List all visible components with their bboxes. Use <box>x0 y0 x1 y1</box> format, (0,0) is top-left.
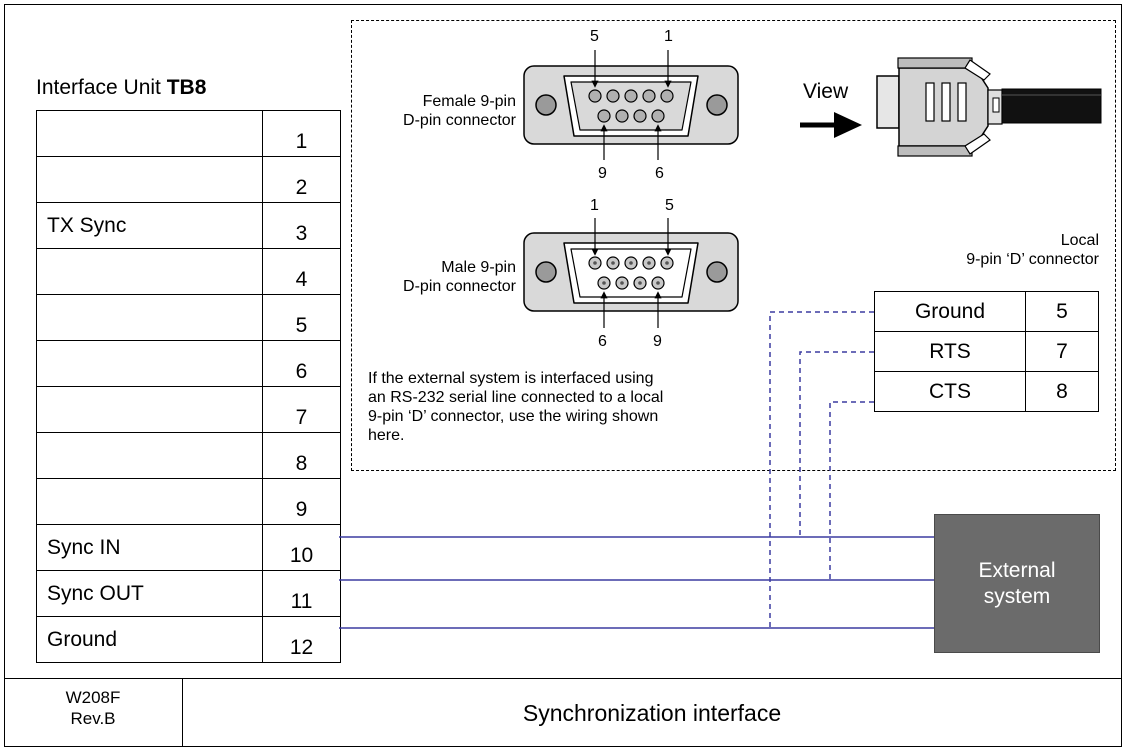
terminal-pin: 7 <box>262 386 341 433</box>
male-pin-label-top-left: 1 <box>590 197 599 214</box>
female-pin-7 <box>633 109 647 123</box>
terminal-row: 4 <box>36 248 341 295</box>
male-connector-face-inner <box>570 248 692 298</box>
wiring-note-line1: If the external system is interfaced usi… <box>368 370 654 387</box>
terminal-label: Sync IN <box>36 524 263 571</box>
local-connector-title: Local 9-pin ‘D’ connector <box>880 231 1099 269</box>
drawing-frame <box>4 4 1122 747</box>
external-system-line2: system <box>983 584 1051 608</box>
dashed-wire-rts <box>799 351 874 537</box>
terminal-label <box>36 248 263 295</box>
female-pin-2 <box>642 89 656 103</box>
local-connector-title-line2: 9-pin ‘D’ connector <box>966 251 1099 268</box>
wiring-note-line3: 9-pin ‘D’ connector, use the wiring show… <box>368 408 659 425</box>
interface-unit-title-bold: TB8 <box>166 76 207 99</box>
female-mount-hole-right <box>706 94 728 116</box>
terminal-pin: 12 <box>262 616 341 663</box>
terminal-label <box>36 156 263 203</box>
wiring-note-line4: here. <box>368 427 405 444</box>
local-signal: CTS <box>874 371 1026 412</box>
local-pin: 8 <box>1025 371 1099 412</box>
male-pin-label-bottom-right: 9 <box>653 333 662 350</box>
footer-vertical-divider <box>182 678 183 747</box>
terminal-label: Ground <box>36 616 263 663</box>
wiring-note: If the external system is interfaced usi… <box>368 369 768 445</box>
view-arrow-icon <box>800 112 862 138</box>
revision-block: W208F Rev.B <box>4 687 182 729</box>
revision: Rev.B <box>70 709 116 728</box>
female-connector-drawing <box>523 50 739 160</box>
male-pin-centers <box>593 261 669 285</box>
female-connector-label-line1: Female 9-pin <box>422 93 516 110</box>
solid-wires <box>339 536 934 629</box>
cable-connector-icon <box>876 57 1102 157</box>
footer-divider <box>4 678 1122 679</box>
female-pin-3 <box>624 89 638 103</box>
dashed-wire-ground <box>769 311 874 628</box>
female-mount-hole-left <box>535 94 557 116</box>
male-connector-label: Male 9-pin D-pin connector <box>360 258 516 296</box>
terminal-row: 1 <box>36 110 341 157</box>
terminal-row: 5 <box>36 294 341 341</box>
female-pin-8 <box>615 109 629 123</box>
local-signal: RTS <box>874 331 1026 372</box>
female-pin-6 <box>651 109 665 123</box>
terminal-pin: 3 <box>262 202 341 249</box>
rs232-option-box <box>351 20 1116 471</box>
interface-unit-title-prefix: Interface Unit <box>36 76 167 99</box>
local-signal: Ground <box>874 291 1026 332</box>
male-mount-hole-right <box>706 261 728 283</box>
terminal-row: 6 <box>36 340 341 387</box>
female-pin-label-bottom-left: 9 <box>598 165 607 182</box>
terminal-pin: 4 <box>262 248 341 295</box>
local-connector-title-line1: Local <box>1060 232 1099 249</box>
female-connector-label: Female 9-pin D-pin connector <box>360 92 516 130</box>
male-connector-label-line2: D-pin connector <box>403 278 516 295</box>
view-label: View <box>803 80 849 103</box>
female-pin-5 <box>588 89 602 103</box>
interface-unit-title: Interface Unit TB8 <box>36 76 206 100</box>
female-connector-label-line2: D-pin connector <box>403 112 516 129</box>
male-connector-drawing <box>523 218 739 328</box>
terminal-pin: 2 <box>262 156 341 203</box>
terminal-pin: 6 <box>262 340 341 387</box>
doc-id: W208F <box>65 688 121 707</box>
terminal-pin: 10 <box>262 524 341 571</box>
female-pin-label-top-left: 5 <box>590 28 599 45</box>
terminal-label: Sync OUT <box>36 570 263 617</box>
female-pin-label-bottom-right: 6 <box>655 165 664 182</box>
female-pin-label-top-right: 1 <box>664 28 673 45</box>
female-pin-holes <box>588 89 674 123</box>
figure-caption: Synchronization interface <box>522 700 782 726</box>
female-connector-face-inner <box>570 81 692 131</box>
dashed-wire-cts <box>829 401 874 580</box>
male-pin-label-top-right: 5 <box>665 197 674 214</box>
external-system-line1: External <box>978 558 1056 582</box>
dashed-wires <box>769 311 874 628</box>
terminal-pin: 1 <box>262 110 341 157</box>
terminal-label: TX Sync <box>36 202 263 249</box>
female-pin-1 <box>660 89 674 103</box>
male-connector-label-line1: Male 9-pin <box>441 259 516 276</box>
wiring-note-line2: an RS-232 serial line connected to a loc… <box>368 389 664 406</box>
male-pin-label-bottom-left: 6 <box>598 333 607 350</box>
female-pin-9 <box>597 109 611 123</box>
external-system-box: External system <box>934 514 1100 653</box>
terminal-pin: 11 <box>262 570 341 617</box>
female-pin-4 <box>606 89 620 103</box>
male-mount-hole-left <box>535 261 557 283</box>
terminal-row: 2 <box>36 156 341 203</box>
